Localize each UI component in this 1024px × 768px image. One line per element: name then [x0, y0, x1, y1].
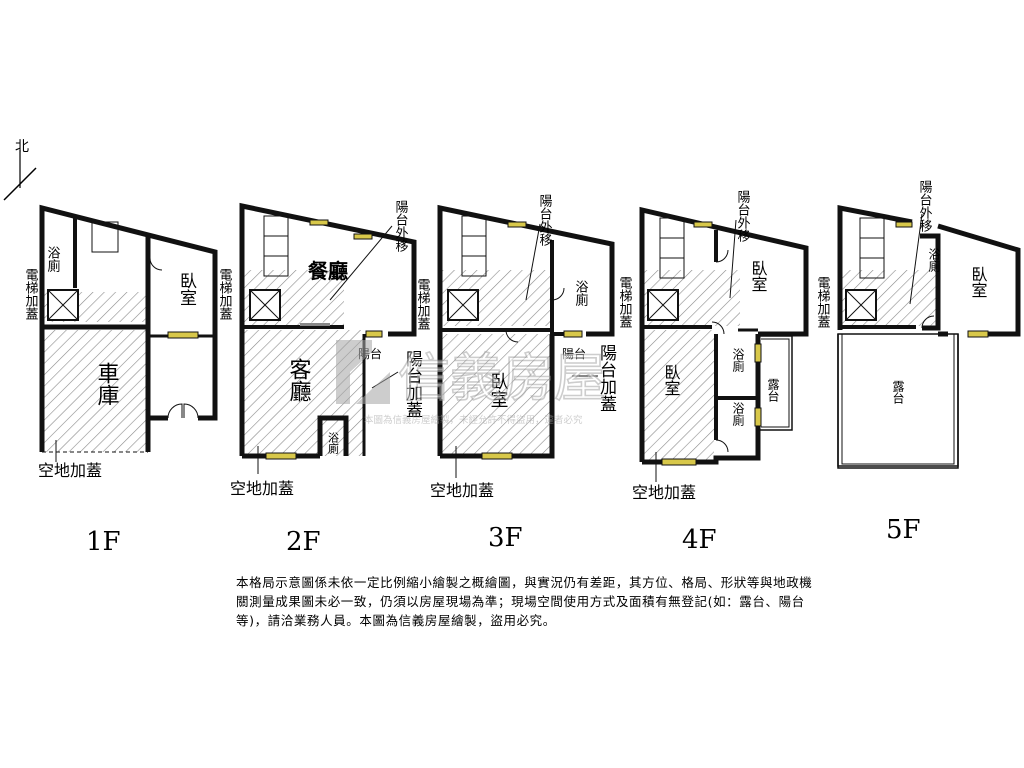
open-space-note: 空地加蓋	[632, 483, 696, 502]
outer-wall	[639, 206, 809, 462]
outer-wall	[39, 204, 218, 452]
window	[365, 330, 383, 338]
terrace-rail	[758, 335, 793, 431]
disclaimer-text: 本格局示意圖係未依一定比例縮小繪製之概繪圖，與實況仍有差距，其方位、格局、形狀等…	[236, 575, 813, 628]
floor-4f: 臥室 臥室 浴廁 浴廁 露台 電梯加蓋 陽台外移 空地加蓋 4F	[617, 190, 809, 555]
floor-title-5f: 5F	[886, 515, 921, 545]
floor-5f: 浴廁 臥室 露台 電梯加蓋 陽台外移 5F	[815, 180, 1021, 545]
watermark-subtitle: 本圖為信義房屋繪製，未經允許不得盜用，違者必究	[364, 414, 583, 426]
dining-label: 餐廳	[308, 259, 348, 283]
north-label: 北	[15, 139, 29, 155]
bedroom-lower-label: 臥室	[662, 364, 681, 396]
leader-line	[909, 213, 923, 305]
outer-wall	[239, 202, 417, 456]
bath-label: 浴廁	[927, 248, 941, 273]
window	[265, 452, 297, 460]
balcony-added-note: 陽台加蓋	[596, 344, 617, 412]
bedroom-hatch	[442, 334, 550, 456]
balcony-moved-note: 陽台外移	[537, 194, 553, 246]
door-swing	[167, 403, 183, 419]
open-space-note: 空地加蓋	[230, 479, 294, 498]
window	[353, 233, 373, 240]
balcony-moved-note: 陽台外移	[393, 200, 409, 252]
open-space-note: 空地加蓋	[38, 461, 102, 480]
balcony-label: 陽台	[562, 346, 586, 361]
window	[167, 331, 199, 339]
door-swing	[715, 249, 729, 263]
door-swing	[921, 315, 935, 329]
garage-hatch	[44, 330, 148, 452]
window	[563, 330, 583, 338]
elevator-note: 電梯加蓋	[23, 268, 39, 320]
door-swing	[715, 439, 729, 453]
north-compass: 北	[3, 139, 37, 201]
outer-wall	[437, 204, 615, 456]
balcony-added-note: 陽台加蓋	[402, 350, 423, 418]
garage-label: 車庫	[94, 362, 120, 406]
leader-line	[525, 223, 541, 301]
window	[754, 343, 762, 363]
bedroom-label: 臥室	[969, 266, 988, 298]
bath-wall	[920, 233, 941, 331]
elevator-note: 電梯加蓋	[415, 278, 431, 330]
watermark-brand: 信義房屋	[398, 349, 606, 409]
window	[967, 330, 989, 338]
bath-label: 浴廁	[327, 432, 340, 455]
elevator-note: 電梯加蓋	[815, 276, 831, 328]
terrace-label: 露台	[766, 378, 780, 402]
window	[895, 221, 913, 228]
stair	[461, 215, 487, 277]
door-swing	[711, 321, 725, 335]
bath-wall	[317, 415, 349, 456]
bath-label: 浴廁	[45, 246, 61, 273]
door-swing	[183, 403, 199, 419]
bedroom-main-label: 臥室	[749, 260, 768, 292]
bath-lower-label: 浴廁	[731, 402, 745, 427]
leader-line	[329, 225, 393, 301]
balcony-moved-note: 陽台外移	[917, 180, 933, 232]
brand-logo-icon	[336, 340, 372, 404]
window	[481, 452, 513, 460]
stair	[859, 217, 885, 279]
bath-upper-label: 浴廁	[731, 348, 745, 373]
leader-line	[729, 219, 737, 299]
floor-title-3f: 3F	[488, 523, 523, 553]
terrace-label: 露台	[891, 380, 905, 404]
bath-label: 浴廁	[573, 280, 589, 307]
outer-wall	[837, 204, 913, 330]
open-space-note: 空地加蓋	[430, 481, 494, 500]
outer-wall	[440, 334, 555, 459]
bedroom-label: 臥室	[176, 272, 196, 306]
elevator-note: 電梯加蓋	[617, 276, 633, 328]
living-label: 客廳	[286, 358, 312, 402]
window	[661, 458, 697, 466]
door-swing	[505, 329, 519, 343]
bedroom-hatch	[644, 330, 714, 460]
outer-wall	[937, 223, 1021, 337]
window	[693, 221, 713, 228]
window	[507, 221, 527, 228]
floor-1f: 浴廁 臥室 車庫 電梯加蓋 空地加蓋 1F	[23, 204, 218, 557]
door-swing	[149, 257, 163, 271]
floor-3f: 浴廁 陽台 臥室 電梯加蓋 陽台外移 陽台加蓋 空地加蓋 3F	[415, 194, 617, 553]
floor-title-2f: 2F	[286, 527, 321, 557]
stair	[263, 215, 289, 277]
floor-title-4f: 4F	[682, 525, 717, 555]
brand-watermark: 信義房屋 本圖為信義房屋繪製，未經允許不得盜用，違者必究	[336, 340, 607, 426]
elevator-note: 電梯加蓋	[217, 268, 233, 320]
floor-title-1f: 1F	[86, 527, 121, 557]
floor-2f: 餐廳 客廳 陽台 浴廁 電梯加蓋 陽台外移 陽台加蓋 空地加蓋 2F	[217, 200, 423, 557]
stair	[91, 221, 119, 253]
window	[754, 407, 762, 427]
window	[309, 219, 329, 226]
door-swing	[551, 287, 565, 301]
balcony-moved-note: 陽台外移	[735, 190, 751, 242]
stair	[659, 217, 685, 279]
bedroom-label: 臥室	[488, 372, 509, 408]
